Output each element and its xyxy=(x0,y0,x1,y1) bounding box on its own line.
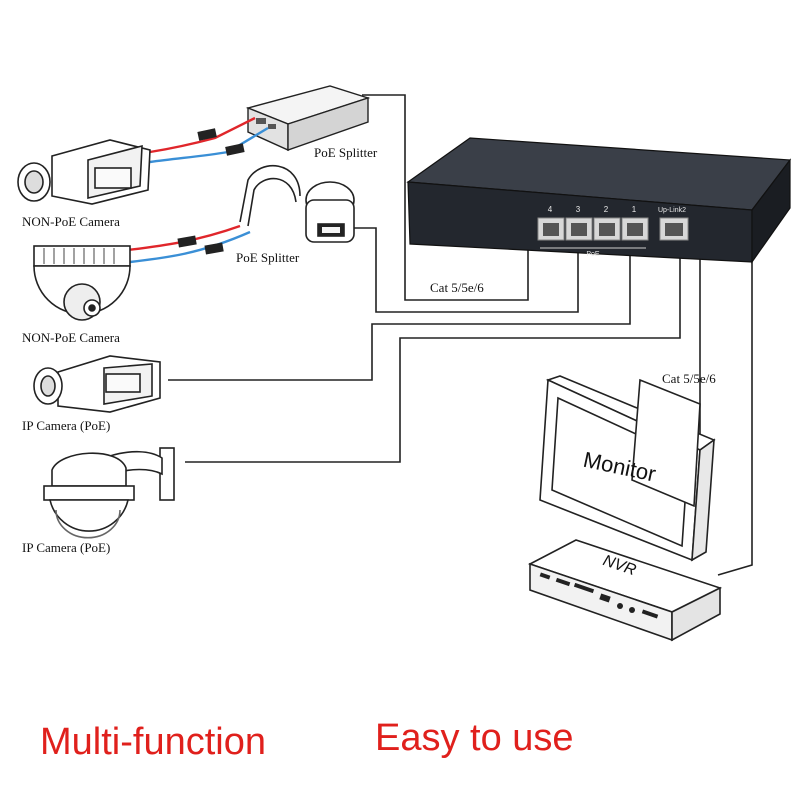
poe-switch: 4 3 2 1 Up-Link2 PoE xyxy=(406,137,792,264)
ip-camera-1-label: IP Camera (PoE) xyxy=(22,418,110,433)
poe-ports-label: PoE xyxy=(586,251,600,258)
cable-type-label-1: Cat 5/5e/6 xyxy=(430,280,484,295)
device-labels: PoE Splitter PoE Splitter NON-PoE Camera… xyxy=(22,145,716,555)
port-1-label: 1 xyxy=(632,205,637,214)
splitter1-connectors xyxy=(197,128,245,156)
poe-splitter-2 xyxy=(305,181,355,243)
cable-ipcam1-port2 xyxy=(168,242,631,381)
non-poe-camera-1-label: NON-PoE Camera xyxy=(22,214,120,229)
cable-splitter2-port3 xyxy=(345,227,579,313)
port-2-label: 2 xyxy=(604,205,609,214)
ethernet-cables xyxy=(168,94,753,576)
port-4-label: 4 xyxy=(548,205,553,214)
monitor: Monitor xyxy=(539,375,716,562)
ip-camera-1 xyxy=(33,355,161,413)
non-poe-camera-2 xyxy=(33,245,131,321)
switch-poe-ports xyxy=(537,217,649,241)
ip-camera-2-ptz xyxy=(43,447,175,539)
poe-splitter-2-label: PoE Splitter xyxy=(236,250,300,265)
non-poe-camera-1 xyxy=(17,139,151,205)
caption-easy-to-use: Easy to use xyxy=(375,717,574,759)
poe-splitter-1 xyxy=(245,85,371,152)
ip-camera-2-label: IP Camera (PoE) xyxy=(22,540,110,555)
cable-ipcam2-port1 xyxy=(185,242,681,463)
caption-multi-function: Multi-function xyxy=(40,721,266,763)
cable-type-label-2: Cat 5/5e/6 xyxy=(662,371,716,386)
nvr-front-panel xyxy=(539,572,659,619)
non-poe-camera-2-label: NON-PoE Camera xyxy=(22,330,120,345)
cable-splitter1-port4 xyxy=(362,94,529,301)
cable-uplink-nvr xyxy=(717,242,753,576)
splitter2-connectors xyxy=(177,235,224,255)
port-3-label: 3 xyxy=(576,205,581,214)
poe-splitter-2-cable xyxy=(239,165,301,227)
captions: Multi-function Easy to use xyxy=(40,717,574,763)
poe-splitter-1-label: PoE Splitter xyxy=(314,145,378,160)
nvr: NVR xyxy=(527,539,723,642)
uplink-label: Up-Link2 xyxy=(658,207,686,214)
